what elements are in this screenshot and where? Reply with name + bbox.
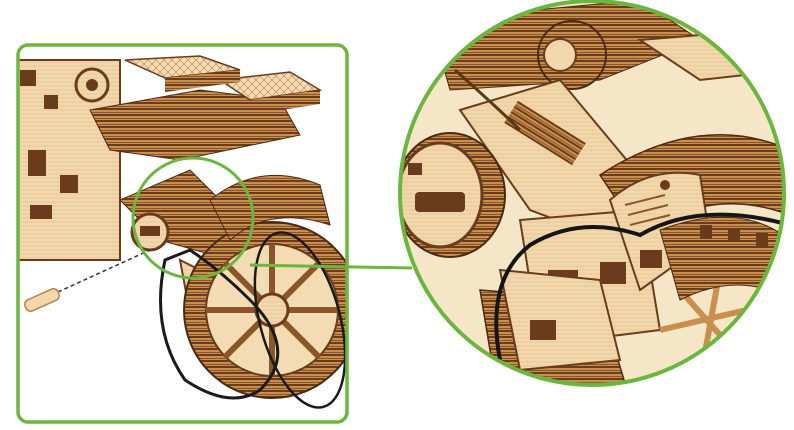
upper-linkage: [430, 0, 790, 90]
magnified-detail: [395, 0, 794, 430]
inserted-pin-slot: [415, 192, 465, 212]
pivot-hub: [395, 133, 505, 257]
overview-panel: [10, 45, 362, 422]
